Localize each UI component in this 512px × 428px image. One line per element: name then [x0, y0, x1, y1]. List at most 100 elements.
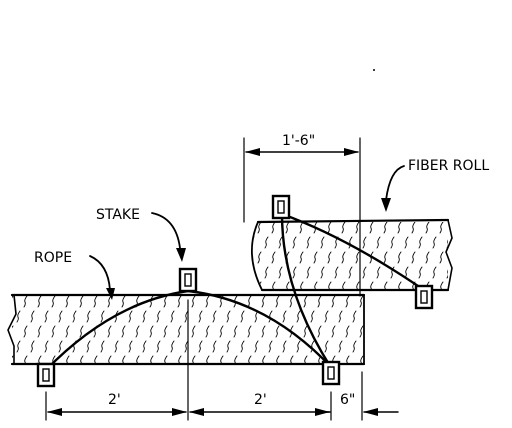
roll-hatch-mark: [226, 340, 231, 353]
roll-hatch-mark: [292, 236, 297, 249]
stake: [36, 362, 56, 388]
roll-hatch-mark: [198, 340, 203, 353]
overlap-dimension: 1'-6": [282, 133, 315, 149]
roll-hatch-mark: [72, 310, 77, 323]
roll-hatch-mark: [383, 222, 388, 234]
dim-arrow: [189, 408, 204, 416]
roll-hatch-mark: [369, 251, 374, 264]
roll-hatch-mark: [271, 281, 276, 290]
dim-arrow: [47, 408, 62, 416]
roll-hatch-mark: [212, 310, 217, 323]
rope-label: ROPE: [34, 250, 72, 266]
roll-hatch-mark: [142, 340, 147, 353]
roll-hatch-mark: [313, 281, 318, 290]
roll-hatch-mark: [184, 310, 189, 323]
roll-hatch-mark: [355, 222, 360, 234]
roll-hatch-mark: [149, 296, 154, 308]
rope-right-segment: [186, 289, 334, 370]
roll-hatch-mark: [296, 310, 301, 323]
roll-hatch-mark: [38, 355, 42, 364]
roll-hatch-mark: [348, 266, 353, 279]
stake: [271, 194, 291, 220]
stake: [414, 284, 434, 310]
roll-hatch-mark: [65, 325, 70, 338]
roll-hatch-mark: [432, 266, 437, 279]
roll-hatch-mark: [191, 296, 196, 308]
upper-roll-right-break: [445, 219, 453, 291]
roll-hatch-mark: [299, 251, 304, 264]
roll-hatch-mark: [94, 355, 98, 364]
roll-hatch-mark: [205, 325, 210, 338]
roll-hatch-mark: [383, 281, 388, 290]
roll-hatch-mark: [296, 340, 301, 353]
roll-hatch-mark: [37, 325, 42, 338]
stake: [178, 267, 198, 293]
roll-hatch-mark: [16, 310, 21, 323]
roll-hatch-mark: [107, 296, 112, 308]
roll-hatch-mark: [128, 340, 133, 353]
roll-hatch-mark: [233, 325, 238, 338]
roll-hatch-mark: [390, 236, 395, 249]
fiber-roll-leader-arrow: [381, 198, 391, 212]
roll-hatch-mark: [285, 222, 290, 234]
roll-hatch-mark: [205, 296, 210, 308]
roll-hatch-mark: [324, 310, 329, 323]
rope-left-segment: [44, 289, 190, 372]
roll-hatch-mark: [369, 222, 374, 234]
roll-hatch-mark: [244, 222, 247, 233]
roll-hatch-mark: [248, 355, 252, 364]
rope-cross-segment: [280, 212, 332, 368]
roll-hatch-mark: [257, 251, 262, 264]
roll-hatch-mark: [327, 281, 332, 290]
roll-hatch-mark: [128, 310, 133, 323]
roll-hatch-mark: [334, 266, 339, 279]
stake-label: STAKE: [96, 207, 140, 223]
roll-hatch-mark: [299, 222, 304, 234]
roll-hatch-mark: [100, 310, 105, 323]
roll-hatch-mark: [285, 281, 290, 290]
roll-hatch-mark: [79, 325, 84, 338]
roll-hatch-mark: [306, 236, 311, 249]
roll-hatch-mark: [282, 310, 287, 323]
roll-hatch-mark: [268, 340, 273, 353]
roll-hatch-mark: [310, 310, 315, 323]
roll-hatch-mark: [198, 310, 203, 323]
roll-hatch-mark: [114, 310, 119, 323]
roll-hatch-mark: [320, 236, 325, 249]
roll-hatch-mark: [121, 325, 126, 338]
roll-hatch-mark: [334, 236, 339, 249]
roll-hatch-mark: [359, 325, 364, 338]
roll-hatch-mark: [369, 281, 374, 290]
roll-hatch-mark: [355, 251, 360, 264]
spacing-right-dimension: 2': [254, 392, 267, 408]
roll-hatch-mark: [313, 251, 318, 264]
roll-hatch-mark: [170, 310, 175, 323]
roll-hatch-mark: [234, 355, 238, 364]
roll-hatch-mark: [149, 325, 154, 338]
roll-hatch-mark: [324, 340, 329, 353]
roll-hatch-mark: [264, 236, 269, 249]
roll-hatch-mark: [317, 296, 322, 308]
roll-hatch-mark: [86, 310, 91, 323]
roll-hatch-mark: [44, 340, 49, 353]
roll-hatch-mark: [278, 266, 283, 279]
roll-hatch-mark: [338, 310, 343, 323]
lower-roll-left-break: [7, 294, 17, 365]
roll-hatch-mark: [276, 355, 280, 364]
roll-hatch-mark: [397, 281, 402, 290]
dimension-lines: [45, 137, 399, 421]
roll-hatch-mark: [240, 340, 245, 353]
roll-hatch-mark: [397, 222, 402, 234]
roll-hatch-mark: [121, 296, 126, 308]
roll-hatch-mark: [219, 325, 224, 338]
roll-hatch-mark: [142, 310, 147, 323]
roll-hatch-mark: [327, 251, 332, 264]
roll-hatch-mark: [275, 296, 280, 308]
roll-hatch-mark: [404, 236, 409, 249]
roll-hatch-mark: [418, 266, 423, 279]
roll-hatch-mark: [114, 340, 119, 353]
roll-hatch-mark: [257, 222, 262, 234]
callout-leaders: [89, 165, 405, 300]
roll-hatch-mark: [425, 222, 430, 234]
